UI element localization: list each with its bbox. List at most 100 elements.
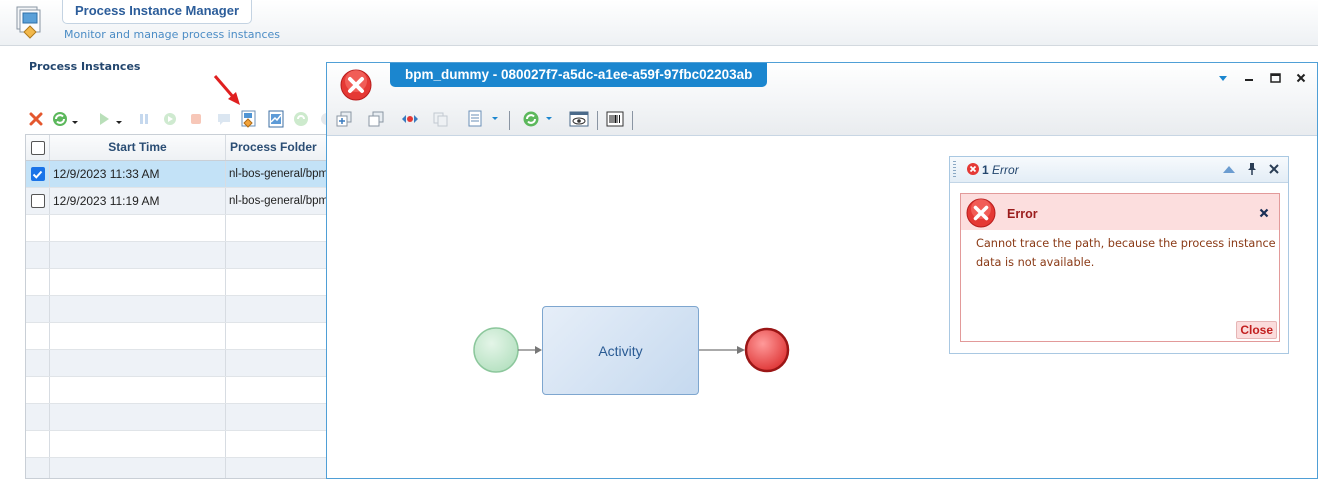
close-icon — [1296, 73, 1306, 83]
comment-button[interactable] — [215, 109, 233, 129]
close-icon — [1269, 164, 1279, 174]
dismiss-error-button[interactable] — [1259, 207, 1269, 221]
start-event[interactable] — [473, 327, 519, 373]
maximize-button[interactable] — [1268, 71, 1282, 85]
resume-button[interactable] — [161, 109, 179, 129]
flow-arrowhead — [737, 346, 745, 354]
row-process-folder: nl-bos-general/bpm — [229, 168, 327, 180]
close-dialog-button[interactable] — [1294, 71, 1308, 85]
refresh-icon — [523, 111, 552, 127]
pin-panel-button[interactable] — [1245, 162, 1259, 179]
empty-row — [26, 404, 327, 431]
resume-icon — [164, 113, 176, 125]
error-icon — [966, 198, 996, 228]
stop-button[interactable] — [187, 109, 205, 129]
error-title: Error — [1007, 207, 1038, 221]
row-start-time: 12/9/2023 11:19 AM — [50, 188, 226, 214]
retry-button[interactable] — [292, 109, 310, 129]
activity-task[interactable]: Activity — [542, 306, 699, 395]
table-row[interactable]: 12/9/2023 11:19 AM nl-bos-general/bpm — [26, 188, 327, 215]
drag-grip[interactable] — [953, 161, 956, 178]
empty-row — [26, 458, 327, 478]
diagram-canvas[interactable]: Activity 1 Error — [327, 135, 1317, 478]
error-message-text: Cannot trace the path, because the proce… — [976, 237, 1276, 269]
error-status-icon — [340, 69, 372, 101]
collapse-panel-button[interactable] — [1222, 163, 1236, 178]
empty-row — [26, 377, 327, 404]
monitor-icon — [268, 110, 284, 128]
end-event[interactable] — [744, 327, 790, 373]
error-message-header: Error — [961, 194, 1279, 230]
monitor-button[interactable] — [266, 109, 286, 129]
comment-icon — [218, 114, 230, 125]
checkmark-icon — [32, 170, 43, 179]
window-menu-button[interactable] — [1216, 71, 1230, 85]
activity-label: Activity — [598, 342, 643, 359]
app-title[interactable]: Process Instance Manager — [62, 0, 253, 24]
row-checkbox[interactable] — [30, 194, 45, 208]
document-button[interactable] — [466, 109, 502, 129]
row-start-time: 12/9/2023 11:33 AM — [50, 161, 226, 187]
empty-row — [26, 431, 327, 458]
start-button[interactable] — [97, 109, 125, 129]
start-icon — [100, 113, 122, 125]
close-button[interactable]: Close — [1236, 321, 1277, 339]
delete-button[interactable] — [27, 109, 45, 129]
error-message-box: Error Cannot trace the path, because the… — [960, 193, 1280, 342]
app-logo-icon — [16, 6, 41, 39]
empty-row — [26, 215, 327, 242]
copy-button[interactable] — [432, 109, 450, 129]
process-flow — [473, 327, 790, 373]
select-all-cell — [26, 135, 50, 160]
empty-row — [26, 323, 327, 350]
error-count-number: 1 — [982, 163, 989, 177]
toolbar-separator — [597, 111, 598, 130]
close-panel-button[interactable] — [1268, 163, 1280, 178]
barcode-button[interactable] — [605, 109, 625, 129]
zoom-in-icon — [336, 111, 352, 127]
trace-path-button[interactable] — [239, 109, 259, 129]
instances-grid: Start Time Process Folder 12/9/2023 11:3… — [25, 134, 327, 479]
pause-button[interactable] — [135, 109, 153, 129]
refresh-button[interactable] — [51, 109, 81, 129]
error-panel-header[interactable]: 1 Error — [950, 157, 1288, 183]
eye-icon — [569, 111, 589, 127]
maximize-icon — [1269, 73, 1281, 83]
zoom-out-icon — [368, 111, 384, 127]
retry-icon — [294, 112, 308, 126]
error-count-label: Error — [992, 163, 1019, 177]
column-header-process-folder[interactable]: Process Folder — [230, 140, 317, 154]
row-checkbox[interactable] — [30, 167, 45, 181]
document-icon — [468, 110, 498, 127]
minimize-button[interactable] — [1242, 71, 1256, 85]
dialog-title: bpm_dummy - 080027f7-a5dc-a1ee-a59f-97fb… — [390, 63, 768, 87]
empty-row — [26, 296, 327, 323]
column-header-start-time[interactable]: Start Time — [50, 135, 226, 160]
toolbar-separator — [632, 111, 633, 130]
table-row[interactable]: 12/9/2023 11:33 AM nl-bos-general/bpm — [26, 161, 327, 188]
copy-icon — [433, 112, 448, 127]
error-count: 1 Error — [982, 163, 1019, 177]
empty-row — [26, 350, 327, 377]
row-process-folder: nl-bos-general/bpm — [229, 195, 327, 207]
view-button[interactable] — [568, 109, 590, 129]
pin-icon — [1248, 163, 1256, 175]
instance-toolbar — [27, 109, 333, 131]
dialog-titlebar[interactable]: bpm_dummy - 080027f7-a5dc-a1ee-a59f-97fb… — [327, 63, 1317, 135]
stop-icon — [191, 114, 201, 124]
toolbar-separator — [509, 111, 510, 130]
trace-path-icon — [241, 110, 256, 128]
pause-icon — [140, 114, 148, 124]
barcode-icon — [606, 111, 624, 127]
diagram-toolbar — [333, 109, 733, 133]
process-diagram-dialog: bpm_dummy - 080027f7-a5dc-a1ee-a59f-97fb… — [326, 62, 1318, 479]
fit-button[interactable] — [400, 109, 420, 129]
select-all-checkbox[interactable] — [30, 140, 45, 155]
refresh-icon — [53, 112, 78, 126]
grid-header: Start Time Process Folder — [26, 135, 327, 161]
zoom-out-button[interactable] — [367, 109, 385, 129]
close-icon — [1259, 208, 1269, 218]
zoom-in-button[interactable] — [335, 109, 353, 129]
refresh-diagram-button[interactable] — [521, 109, 559, 129]
empty-row — [26, 269, 327, 296]
